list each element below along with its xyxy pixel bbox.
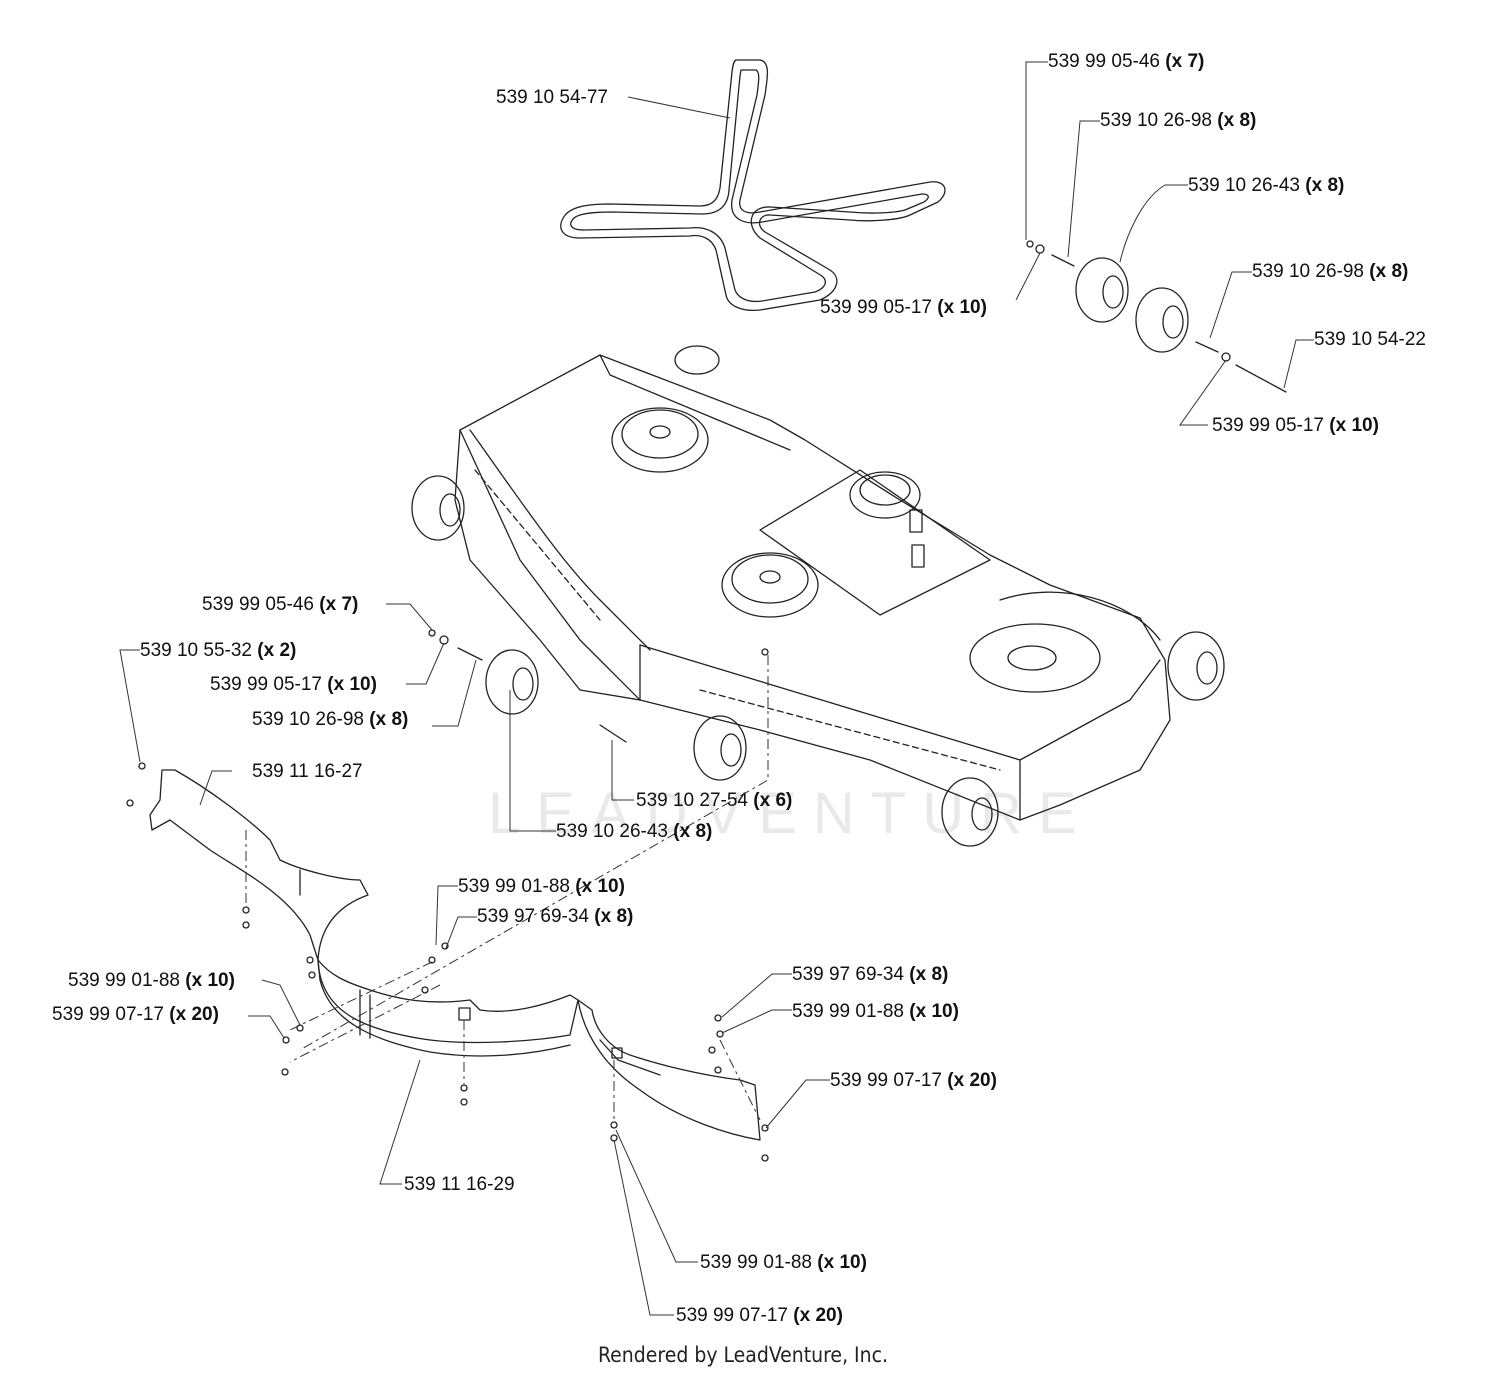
- pulleys-drawing: [611, 407, 925, 618]
- center-baffle-drawing: [306, 956, 579, 1106]
- part-quantity: (x 8): [909, 964, 949, 985]
- callout-bolt-right: 539 97 69-34 (x 8): [792, 965, 948, 984]
- left-baffle-drawing: [149, 769, 369, 961]
- part-quantity: (x 7): [1165, 51, 1205, 72]
- callout-washer-right: 539 99 05-17 (x 10): [1212, 416, 1379, 435]
- footer-credit: Rendered by LeadVenture, Inc.: [598, 1343, 888, 1367]
- part-number: 539 99 05-17: [210, 674, 322, 695]
- callout-washer-mid: 539 99 05-17 (x 10): [820, 298, 987, 317]
- part-number: 539 99 07-17: [52, 1004, 164, 1025]
- callout-wheel-top: 539 10 26-43 (x 8): [1188, 176, 1344, 195]
- part-number: 539 99 07-17: [830, 1070, 942, 1091]
- part-number: 539 99 05-17: [820, 297, 932, 318]
- callout-washer-left-2: 539 99 05-17 (x 10): [210, 675, 377, 694]
- callout-left-baffle: 539 11 16-27: [252, 762, 363, 781]
- callout-bolt-center: 539 97 69-34 (x 8): [477, 907, 633, 926]
- part-number: 539 99 01-88: [68, 970, 180, 991]
- part-number: 539 97 69-34: [792, 964, 904, 985]
- callout-spacer-top: 539 10 26-98 (x 8): [1100, 111, 1256, 130]
- callout-center-baffle: 539 11 16-29: [404, 1175, 515, 1194]
- part-number: 539 97 69-34: [477, 906, 589, 927]
- drive-belt-drawing: [560, 59, 946, 311]
- part-number: 539 10 54-22: [1314, 329, 1426, 350]
- part-quantity: (x 8): [1369, 261, 1409, 282]
- part-number: 539 10 26-98: [252, 709, 364, 730]
- part-number: 539 99 05-46: [1048, 51, 1160, 72]
- part-quantity: (x 10): [909, 1001, 959, 1022]
- part-quantity: (x 8): [673, 821, 713, 842]
- watermark: LEADVENTURE: [488, 781, 1093, 846]
- part-quantity: (x 8): [594, 906, 634, 927]
- part-number: 539 11 16-27: [252, 761, 363, 782]
- part-number: 539 99 05-46: [202, 594, 314, 615]
- callout-belt: 539 10 54-77: [496, 88, 608, 107]
- part-number: 539 10 27-54: [636, 790, 748, 811]
- callout-flat-washer-right: 539 99 07-17 (x 20): [830, 1071, 997, 1090]
- mower-deck-drawing: [454, 354, 1171, 821]
- part-number: 539 99 01-88: [792, 1001, 904, 1022]
- part-quantity: (x 20): [169, 1004, 219, 1025]
- part-number: 539 11 16-29: [404, 1174, 515, 1195]
- part-number: 539 99 07-17: [676, 1305, 788, 1326]
- part-number: 539 99 01-88: [700, 1252, 812, 1273]
- part-quantity: (x 10): [1329, 415, 1379, 436]
- part-quantity: (x 8): [369, 709, 409, 730]
- part-quantity: (x 10): [185, 970, 235, 991]
- callout-flat-washer-left: 539 99 07-17 (x 20): [52, 1005, 219, 1024]
- callout-washer-left: 539 99 05-46 (x 7): [202, 595, 358, 614]
- leader-lines: [119, 61, 1314, 1316]
- part-number: 539 10 26-43: [1188, 175, 1300, 196]
- assembly-lines: [245, 655, 769, 1121]
- part-number: 539 99 01-88: [458, 876, 570, 897]
- callout-bolt-left: 539 10 55-32 (x 2): [140, 641, 296, 660]
- callout-axle-bolt: 539 10 54-22: [1314, 330, 1426, 349]
- part-quantity: (x 2): [257, 640, 297, 661]
- part-quantity: (x 10): [327, 674, 377, 695]
- part-quantity: (x 10): [575, 876, 625, 897]
- part-quantity: (x 20): [947, 1070, 997, 1091]
- callout-spacer-right: 539 10 26-98 (x 8): [1252, 262, 1408, 281]
- part-number: 539 99 05-17: [1212, 415, 1324, 436]
- callout-nut-bottom: 539 99 01-88 (x 10): [700, 1253, 867, 1272]
- part-quantity: (x 8): [1305, 175, 1345, 196]
- callout-nut-left: 539 99 01-88 (x 10): [68, 971, 235, 990]
- callout-washer-top: 539 99 05-46 (x 7): [1048, 52, 1204, 71]
- right-baffle-drawing: [577, 999, 769, 1162]
- callout-spacer-left: 539 10 26-98 (x 8): [252, 710, 408, 729]
- part-quantity: (x 10): [817, 1252, 867, 1273]
- part-number: 539 10 26-98: [1252, 261, 1364, 282]
- callout-wheel-left: 539 10 26-43 (x 8): [556, 822, 712, 841]
- callout-nut-center-1: 539 99 01-88 (x 10): [458, 877, 625, 896]
- part-number: 539 10 55-32: [140, 640, 252, 661]
- callout-long-bolt: 539 10 27-54 (x 6): [636, 791, 792, 810]
- part-number: 539 10 26-43: [556, 821, 668, 842]
- part-quantity: (x 10): [937, 297, 987, 318]
- callout-flat-washer-bottom: 539 99 07-17 (x 20): [676, 1306, 843, 1325]
- part-quantity: (x 6): [753, 790, 793, 811]
- part-quantity: (x 7): [319, 594, 359, 615]
- part-quantity: (x 20): [793, 1305, 843, 1326]
- deck-wheels-drawing: [411, 257, 1225, 847]
- part-number: 539 10 26-98: [1100, 110, 1212, 131]
- callout-nut-right: 539 99 01-88 (x 10): [792, 1002, 959, 1021]
- baffle-bolts-drawing: [281, 942, 449, 1076]
- part-number: 539 10 54-77: [496, 87, 608, 108]
- part-quantity: (x 8): [1217, 110, 1257, 131]
